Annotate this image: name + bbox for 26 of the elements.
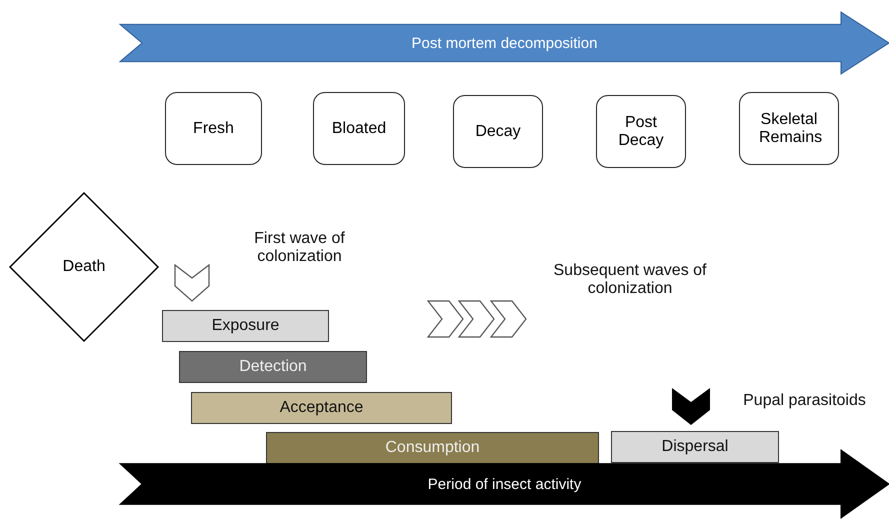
- annotation-text: Subsequent waves of colonization: [552, 262, 708, 298]
- stage-box: [165, 92, 262, 165]
- annotation-text: Pupal parasitoids: [742, 392, 867, 410]
- activity-bar: [179, 351, 367, 383]
- node-label: Skeletal Remains: [759, 110, 819, 146]
- stage-box: [596, 95, 686, 168]
- node-label: Fresh: [193, 120, 234, 138]
- arrow-label: Post mortem decomposition: [412, 34, 598, 52]
- stage-box: [313, 92, 405, 165]
- node-label: Exposure: [212, 317, 280, 335]
- node-label: Post Decay: [617, 114, 665, 150]
- node-label: Consumption: [385, 439, 480, 457]
- stage-box: [453, 95, 543, 168]
- node-label: Dispersal: [662, 438, 728, 456]
- node-label: Death: [62, 258, 106, 276]
- activity-bar: [611, 431, 779, 463]
- annotation-text: First wave of colonization: [253, 230, 346, 266]
- arrow-label: Period of insect activity: [428, 476, 582, 492]
- activity-bar: [191, 392, 452, 424]
- activity-bar: [162, 310, 329, 342]
- node-label: Detection: [239, 358, 307, 376]
- node-label: Bloated: [332, 120, 386, 138]
- activity-bar: [266, 432, 599, 464]
- stage-box: [739, 92, 839, 165]
- node-label: Acceptance: [280, 399, 364, 417]
- node-label: Decay: [475, 122, 521, 140]
